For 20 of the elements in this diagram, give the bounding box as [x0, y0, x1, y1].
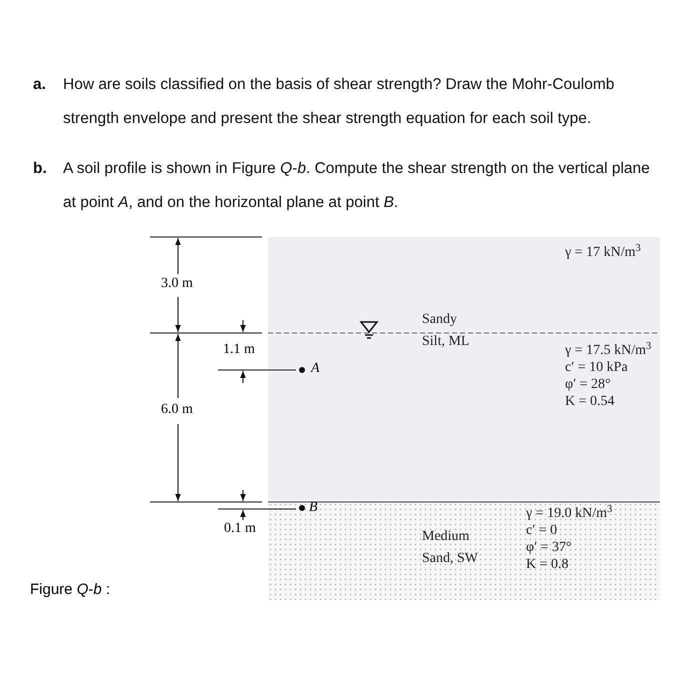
unit-weight-label: γ = 19.0 kN/m$^{3}$ [526, 506, 614, 522]
item-letter: b. [33, 159, 47, 179]
item-letter: a. [33, 75, 46, 95]
silt-layer [268, 237, 660, 502]
cohesion-label: c′ = 10 kPa [565, 360, 629, 376]
soil-name-label: Sandy Silt, ML [422, 311, 470, 351]
unit-weight-label: γ = 17 kN/m$^{3}$ [565, 245, 642, 261]
friction-angle-label: φ′ = 37° [526, 540, 573, 556]
question-text: How are soils classified on the basis of shear strength? Draw the Mohr-Coulomb strength envelope and present the shear strength equation for each soil type. [63, 75, 616, 129]
soil-name-label: Medium Sand, SW [422, 528, 479, 568]
friction-angle-label: φ′ = 28° [565, 377, 612, 393]
cohesion-label: c′ = 0 [526, 523, 558, 539]
coefficient-label: K = 0.54 [565, 394, 616, 410]
sand-layer [268, 502, 660, 600]
coefficient-label: K = 0.8 [526, 557, 570, 573]
point-label: B [309, 500, 318, 516]
question-text: A soil profile is shown in Figure Q-b. Compute the shear strength on the vertical plane at point A, and on the horizontal plane at point B. [63, 159, 651, 213]
point-label: A [311, 361, 320, 377]
figure-caption: Figure Q-b : [30, 580, 110, 600]
unit-weight-label: γ = 17.5 kN/m$^{3}$ [565, 343, 652, 359]
